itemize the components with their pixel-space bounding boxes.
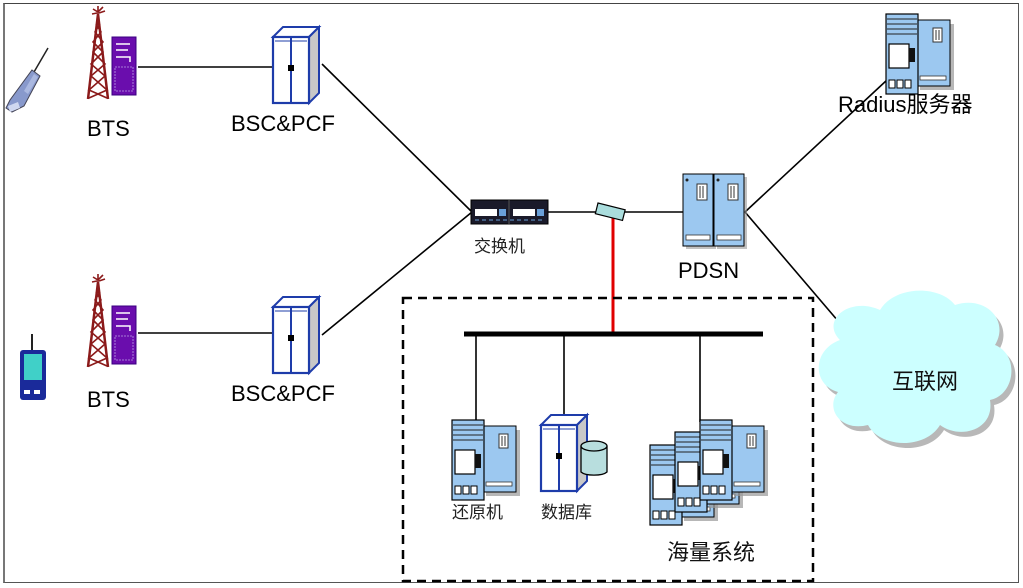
cell-tower-icon — [86, 4, 110, 101]
bts-unit-icon — [111, 36, 137, 96]
cabinet-icon — [271, 25, 321, 105]
pda-icon — [20, 334, 46, 400]
edge-bsc-top-switch — [321, 63, 473, 213]
switch-label: 交换机 — [474, 237, 525, 256]
mobile-phone-icon — [5, 47, 49, 113]
connections — [138, 63, 888, 422]
cabinet-icon — [271, 295, 321, 375]
server-icon — [713, 173, 748, 250]
edge-bsc-bottom-switch — [321, 211, 473, 336]
splitter-icon — [594, 202, 626, 222]
edge-pdsn-internet — [744, 211, 851, 336]
database-icon — [539, 413, 608, 493]
mass-system-label: 海量系统 — [667, 540, 756, 565]
diagram-border — [3, 3, 1019, 583]
radius-label: Radius服务器 — [838, 92, 973, 117]
bts-bottom-label: BTS — [87, 387, 130, 412]
server-icon — [885, 13, 955, 95]
pdsn-label: PDSN — [678, 258, 740, 283]
internet-label: 互联网 — [892, 369, 959, 394]
restore-label: 还原机 — [452, 503, 503, 522]
bts-unit-icon — [111, 305, 137, 365]
cloud-icon — [818, 290, 1016, 449]
server-icon — [451, 419, 521, 501]
edge-pdsn-radius — [744, 79, 888, 213]
bts-top-label: BTS — [87, 116, 130, 141]
server-icon — [682, 173, 717, 250]
switch-icon — [470, 199, 549, 225]
database-label: 数据库 — [541, 503, 592, 522]
cell-tower-icon — [86, 272, 110, 369]
bsc-bottom-label: BSC&PCF — [231, 381, 335, 406]
bsc-top-label: BSC&PCF — [231, 111, 335, 136]
server-cluster-icon — [649, 419, 769, 526]
